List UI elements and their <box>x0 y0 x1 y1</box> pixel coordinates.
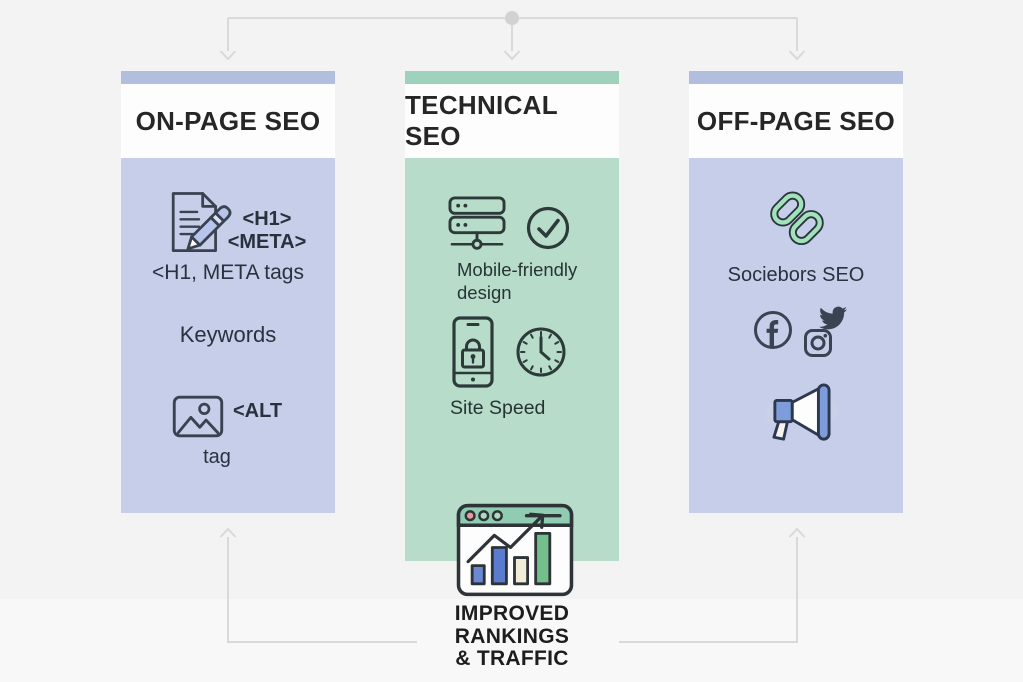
column-technical-seo: TECHNICAL SEO <box>405 71 619 561</box>
top-arrow-left <box>219 18 237 61</box>
image-alt-icon <box>172 395 224 438</box>
secure-phone-icon <box>452 316 494 388</box>
top-arrow-center <box>503 25 521 61</box>
h1-code: <H1> <box>242 208 292 230</box>
off-page-title: OFF-PAGE SEO <box>696 105 896 136</box>
h1-meta-code-labels: <H1> <META> <box>224 208 310 254</box>
off-page-accent-band <box>689 71 903 84</box>
on-page-header: ON-PAGE SEO <box>121 84 335 158</box>
mobile-friendly-label: Mobile-friendly design <box>457 258 577 304</box>
site-speed-label: Site Speed <box>450 397 546 419</box>
on-page-accent-band <box>121 71 335 84</box>
h1-meta-tags-label: <H1, META tags <box>152 261 304 284</box>
backlink-chain-icon <box>770 191 824 246</box>
result-line1: IMPROVED <box>454 602 570 625</box>
bottom-arrow-left <box>219 527 417 643</box>
keywords-label: Keywords <box>179 322 277 347</box>
facebook-icon <box>754 311 792 349</box>
server-icon <box>448 196 506 250</box>
off-page-body: Sociebors SEO <box>689 158 903 513</box>
off-page-header: OFF-PAGE SEO <box>689 84 903 158</box>
clock-icon <box>516 327 566 377</box>
top-arrow-right <box>788 18 806 61</box>
top-junction-dot <box>505 11 519 25</box>
on-page-title: ON-PAGE SEO <box>135 105 321 136</box>
result-label: IMPROVED RANKINGS & TRAFFIC <box>412 602 612 671</box>
result-line2: RANKINGS <box>454 624 570 648</box>
on-page-body: <H1> <META> <H1, META tags Keywords <ALT… <box>121 158 335 513</box>
backlinks-label: Sociebors SEO <box>727 264 865 286</box>
document-pencil-icon <box>171 192 232 253</box>
twitter-icon <box>819 306 848 330</box>
mobile-friendly-line1: Mobile-friendly <box>457 259 578 280</box>
alt-code-label: <ALT <box>233 400 283 422</box>
technical-header: TECHNICAL SEO <box>405 84 619 158</box>
instagram-icon <box>804 329 832 357</box>
mobile-friendly-line2: design <box>457 282 512 303</box>
meta-code: <META> <box>227 231 307 253</box>
column-off-page-seo: OFF-PAGE SEO Sociebors SEO <box>689 71 903 513</box>
bottom-background <box>0 599 1023 682</box>
bottom-arrow-right <box>619 527 806 643</box>
technical-body: Mobile-friendly design <box>405 158 619 561</box>
result-line3: & TRAFFIC <box>455 647 569 670</box>
technical-accent-band <box>405 71 619 84</box>
column-on-page-seo: ON-PAGE SEO <H1> <META> <H1, META tags <box>121 71 335 513</box>
check-circle-icon <box>526 206 570 250</box>
result-browser-chart-icon <box>456 503 574 597</box>
megaphone-icon <box>765 383 839 441</box>
alt-tag-label: tag <box>203 446 231 468</box>
technical-title: TECHNICAL SEO <box>405 90 558 151</box>
